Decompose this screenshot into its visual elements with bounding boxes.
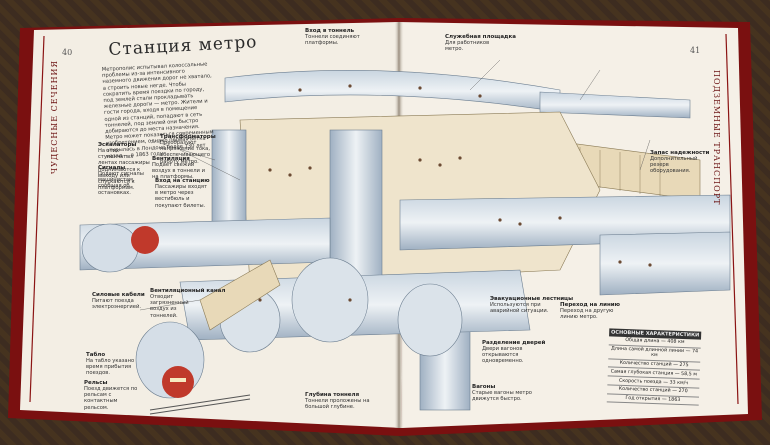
info-box: ОСНОВНЫЕ ХАРАКТЕРИСТИКИ Общая длина — 40… xyxy=(606,328,702,407)
callout-text-board: На табло указано время прибытия поездов. xyxy=(86,358,135,377)
callout-text-tunnel-entry: Тоннели соединяют платформы. xyxy=(305,34,360,47)
callout-text-cars: Старые вагоны метро движутся быстро. xyxy=(472,390,532,403)
callout-title-escalators: Эскалаторы xyxy=(98,142,137,148)
callout-text-entrance: Пассажиры входят в метро через вестибюль… xyxy=(155,184,208,209)
callout-title-tunnel-entry: Вход в тоннель xyxy=(305,28,355,34)
callout-title-evac-stairs: Эвакуационные лестницы xyxy=(490,296,574,302)
callout-title-power-cables: Силовые кабели xyxy=(92,292,145,298)
lower-tunnel-right xyxy=(599,231,731,296)
callout-text-power-cables: Питают поезда электроэнергией. xyxy=(92,298,142,311)
page-number-right: 41 xyxy=(690,46,701,55)
callout-title-doors: Разделение дверей xyxy=(482,340,546,346)
callout-title-tunnel-depth: Глубина тоннеля xyxy=(305,392,360,398)
right-page-border xyxy=(725,33,739,405)
upper-passage xyxy=(539,91,691,119)
passengers xyxy=(258,84,652,302)
callout-text-evac-stairs: Используются при аварийной ситуации. xyxy=(490,302,549,315)
section-label-left: ЧУДЕСНЫЕ СЕЧЕНИЯ xyxy=(50,60,59,175)
tunnel-end-left xyxy=(81,223,139,273)
tunnel-ring-2 xyxy=(397,283,463,357)
callout-title-cars: Вагоны xyxy=(472,384,496,390)
callout-text-line-transfer: Переход на другую линию метро. xyxy=(560,308,614,321)
callout-text-escalators: На этих ступенчатых лентах пассажиры под… xyxy=(98,148,150,192)
callout-title-vent-channel: Вентиляционный канал xyxy=(150,288,226,294)
callout-text-reserve: Дополнительный резерв оборудования. xyxy=(650,156,698,175)
tunnel-ring-1 xyxy=(291,257,369,343)
section-label-right: ПОДЗЕМНЫЕ ТРАНСПОРТ xyxy=(712,70,721,206)
callout-title-board: Табло xyxy=(86,352,106,358)
page-number-left: 40 xyxy=(62,48,73,57)
leader-lines xyxy=(139,59,651,311)
callout-title-ventilation: Вентиляция xyxy=(152,156,190,162)
callout-text-signals: Подают сигналы машинистам, сообщая об ос… xyxy=(98,171,144,196)
train-window xyxy=(170,378,186,382)
callout-title-transformers: Трансформаторы xyxy=(160,134,216,140)
rails xyxy=(149,394,251,411)
callout-text-vent-channel: Отводит загрязненный воздух из тоннелей. xyxy=(150,294,189,319)
callout-text-service-area: Для работников метро. xyxy=(445,40,490,53)
train-front-left xyxy=(131,226,159,254)
callout-text-transformers: Преобразуют напряжение тока, обеспечиваю… xyxy=(160,140,211,165)
callout-title-line-transfer: Переход на линию xyxy=(560,302,620,308)
callout-title-signals: Сигналы xyxy=(98,165,126,171)
escalator-lower-left xyxy=(199,259,281,331)
callout-text-tunnel-depth: Тоннели проложены на большой глубине. xyxy=(305,398,370,411)
callout-text-doors: Двери вагонов открываются одновременно. xyxy=(482,346,524,365)
callout-title-rails: Рельсы xyxy=(84,380,108,386)
callout-text-rails: Поезд движется по рельсам с контактным р… xyxy=(84,386,138,411)
callout-title-service-area: Служебная площадка xyxy=(445,34,516,40)
callout-title-reserve: Запас надежности xyxy=(650,150,710,156)
left-page-border xyxy=(29,35,45,403)
callout-text-ventilation: Подает свежий воздух в тоннели и на плат… xyxy=(152,162,205,181)
callout-title-entrance: Вход на станцию xyxy=(155,178,210,184)
